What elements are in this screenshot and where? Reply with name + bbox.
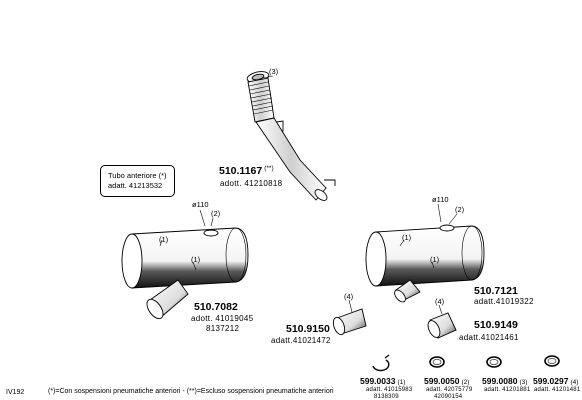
right-elbow-drawing: [427, 312, 457, 339]
front-pipe-note: Tubo anteriore (*) adatt. 41213532: [100, 165, 175, 198]
front-pipe-drawing: [246, 71, 336, 201]
clamp-1-qty: (1): [397, 379, 406, 386]
clamp-1-part-number: 599.0033(1): [360, 376, 406, 386]
front-pipe-note-line2: adatt. 41213532: [108, 181, 163, 191]
clamp-3-qty: (3): [519, 379, 528, 386]
clamp-3-adatt: adatt. 41201881: [484, 387, 531, 393]
diagram-id: IV192: [6, 389, 25, 396]
right-callout-1a: (1): [402, 233, 412, 242]
clamp-2-adatt: adatt. 42075779: [426, 387, 473, 393]
right-callout-2: (2): [455, 205, 465, 214]
right-silencer-part-number: 510.7121: [474, 285, 518, 297]
left-diameter: ø110: [192, 200, 209, 209]
right-silencer-drawing: [365, 224, 485, 303]
left-callout-1b: (1): [191, 255, 201, 264]
right-elbow-part-number: 510.9149: [474, 319, 518, 331]
left-elbow-adatt: adatt.41021472: [271, 336, 331, 345]
left-elbow-drawing: [332, 308, 367, 336]
left-silencer-adatt: adott. 41019045: [191, 314, 254, 323]
leader-lines: [159, 75, 458, 315]
right-callout-1b: (1): [430, 255, 440, 264]
left-silencer-part-number: 510.7082: [194, 301, 238, 313]
right-elbow-adatt: adatt.41021461: [459, 333, 519, 342]
clamp-4-part-number: 599.0297(4): [533, 376, 579, 386]
front-pipe-note-line1: Tubo anteriore (*): [108, 171, 167, 180]
left-elbow-callout: (4): [344, 292, 354, 301]
clamp-3-part-number: 599.0080(3): [482, 376, 528, 386]
pipe-footnote-mark: (**): [264, 165, 274, 172]
clamp-2-qty: (2): [461, 379, 470, 386]
clamp-1-adatt: adatt. 41015983: [366, 387, 413, 393]
clamp-4-qty: (4): [570, 379, 579, 386]
clamp-drawings: [372, 354, 560, 372]
clamp-2-adatt-2: 42090154: [434, 394, 463, 400]
left-elbow-part-number: 510.9150: [286, 323, 330, 335]
right-silencer-adatt: adatt.41019322: [474, 297, 534, 306]
clamp-1-adatt-2: 8138309: [374, 394, 399, 400]
right-diameter: ø110: [432, 195, 449, 204]
clamp-4-adatt: adatt. 41201481: [534, 387, 581, 393]
left-callout-2: (2): [211, 209, 221, 218]
pipe-adatt: adott. 41210818: [220, 179, 283, 188]
right-elbow-callout: (4): [435, 297, 445, 306]
pipe-callout: (3): [269, 67, 279, 76]
footnote-legend: (*)=Con sospensioni pneumatiche anterior…: [48, 388, 334, 395]
left-silencer-adatt-2: 8137212: [206, 324, 240, 333]
clamp-2-part-number: 599.0050(2): [424, 376, 470, 386]
left-callout-1a: (1): [159, 235, 169, 244]
pipe-part-number: 510.1167(**): [219, 165, 274, 177]
